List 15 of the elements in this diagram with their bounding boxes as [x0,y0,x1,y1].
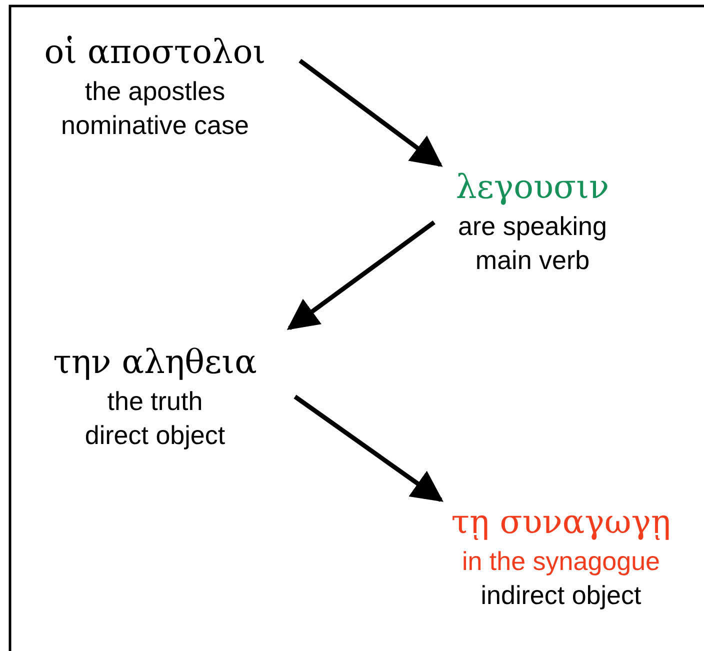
translation-text: in the synagogue [462,545,660,578]
translation-text: are speaking [458,210,607,243]
translation-text: the apostles [84,75,226,108]
translation-text: the truth [107,385,203,418]
arrow [286,220,436,330]
greek-word: λεγουσιν [456,166,610,208]
grammar-label: nominative case [61,109,249,142]
greek-word: την αληθεια [53,341,257,383]
arrow [294,394,444,502]
greek-word: τῃ συναγωγῃ [451,501,671,543]
grammar-label: indirect object [480,579,642,612]
greek-word: οἱ αποστολοι [44,31,266,73]
arrow [298,58,443,167]
grammar-label: main verb [475,244,590,277]
grammar-label: direct object [84,419,226,452]
